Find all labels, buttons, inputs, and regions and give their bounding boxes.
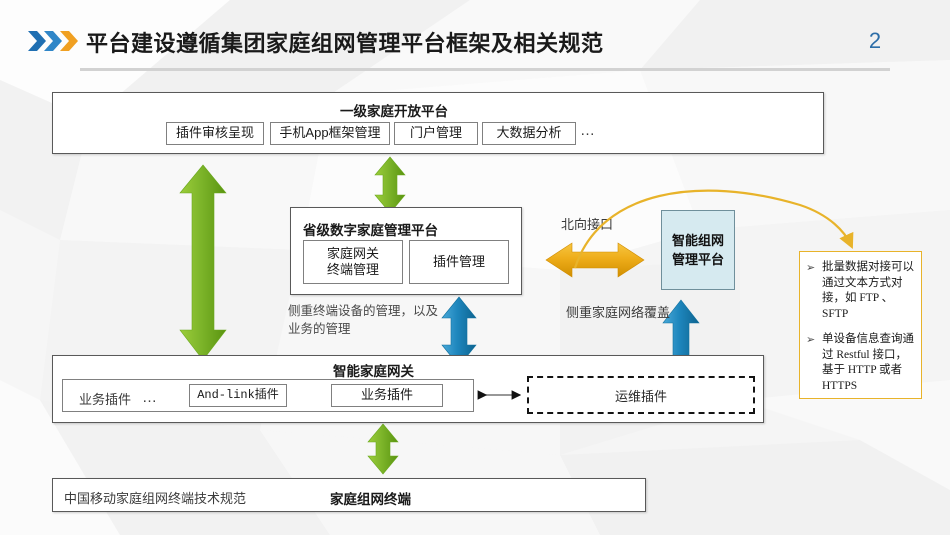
bottom-spec-label: 中国移动家庭组网终端技术规范 [64,491,247,506]
callout-item-batch-data: ➢ 批量数据对接可以通过文本方式对接，如 FTP 、SFTP [806,260,915,322]
smart-platform-line2: 管理平台 [671,252,724,267]
gateway-left-label: 业务插件 [79,392,132,407]
northbound-interface-label: 北向接口 [561,217,614,232]
callout-list: ➢ 批量数据对接可以通过文本方式对接，如 FTP 、SFTP ➢ 单设备信息查询… [800,252,921,410]
tier1-item-plugin-review[interactable]: 插件审核呈现 [166,122,264,145]
gateway-left-ellipsis: … [142,389,158,406]
tier1-item-big-data-analysis[interactable]: 大数据分析 [482,122,576,145]
gateway-item-andlink-plugin[interactable]: And-link插件 [189,384,287,407]
smart-platform-note: 侧重家庭网络覆盖 [566,305,671,320]
slide-header: 平台建设遵循集团家庭组网管理平台框架及相关规范 2 [0,0,950,78]
tier1-item-mobile-app-framework[interactable]: 手机App框架管理 [270,122,390,145]
province-item-gateway-line2: 终端管理 [326,262,379,277]
header-divider [80,68,890,71]
callout-item-single-device: ➢ 单设备信息查询通过 Restful 接口，基于 HTTP 或者 HTTPS [806,332,915,394]
page-number: 2 [868,28,882,53]
province-item-plugin-mgmt[interactable]: 插件管理 [409,240,509,284]
province-item-gateway-line1: 家庭网关 [326,245,379,261]
callout-item-text: 批量数据对接可以通过文本方式对接，如 FTP 、SFTP [822,261,914,320]
callout-item-text: 单设备信息查询通过 Restful 接口，基于 HTTP 或者 HTTPS [822,333,914,392]
bottom-terminal-box [52,478,646,512]
chevron-logo-icon [28,31,78,51]
ops-plugin-dashed-box[interactable]: 运维插件 [527,376,755,414]
smart-networking-platform-box[interactable]: 智能组网 管理平台 [661,210,735,290]
bottom-terminal-title: 家庭组网终端 [330,492,411,507]
bullet-icon: ➢ [806,334,816,347]
province-note: 侧重终端设备的管理，以及业务的管理 [288,304,439,337]
page-title: 平台建设遵循集团家庭组网管理平台框架及相关规范 [86,31,604,56]
province-platform-title: 省级数字家庭管理平台 [303,223,438,238]
callout-box: ➢ 批量数据对接可以通过文本方式对接，如 FTP 、SFTP ➢ 单设备信息查询… [799,251,922,399]
gateway-item-service-plugin[interactable]: 业务插件 [331,384,443,407]
smart-platform-line1: 智能组网 [671,232,724,248]
tier1-item-portal-management[interactable]: 门户管理 [394,122,478,145]
tier1-platform-title: 一级家庭开放平台 [340,104,448,119]
smart-home-gateway-title: 智能家庭网关 [333,364,414,379]
tier1-items-ellipsis: … [580,122,596,139]
province-item-gateway-terminal-mgmt[interactable]: 家庭网关 终端管理 [303,240,403,284]
bullet-icon: ➢ [806,262,816,274]
